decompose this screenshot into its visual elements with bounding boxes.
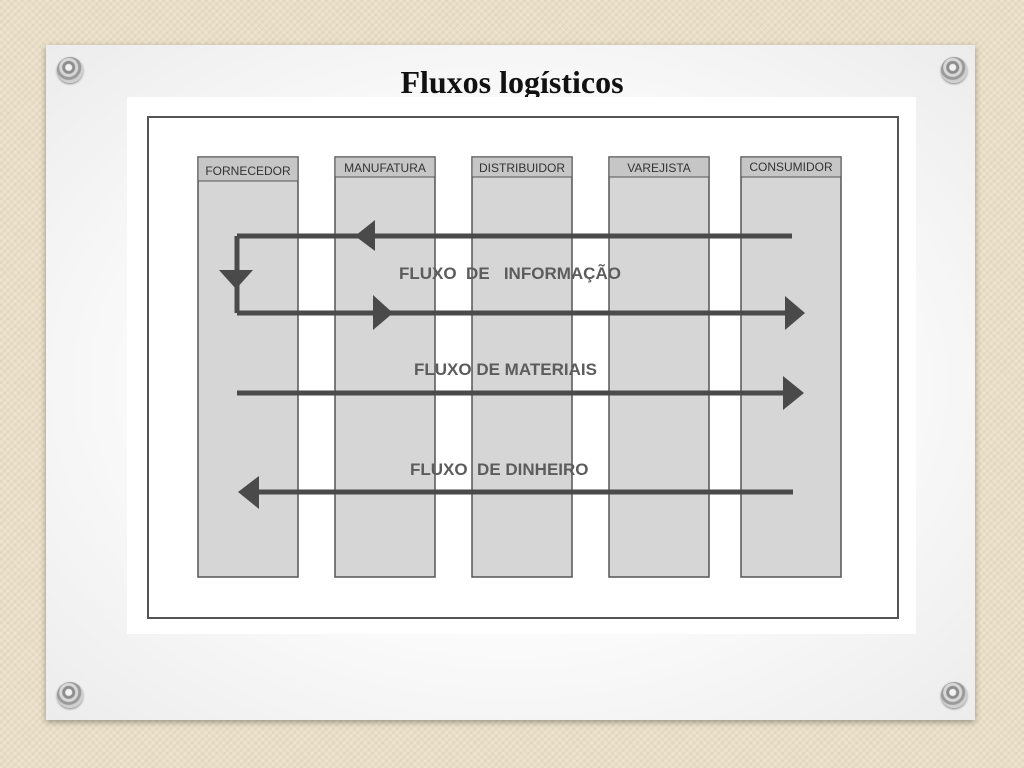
information-arrowhead-right-mid-icon <box>373 295 393 330</box>
pin-top-left-icon <box>57 57 83 83</box>
materials-flow-label: FLUXO DE MATERIAIS <box>414 360 597 379</box>
column-varejista: VAREJISTA <box>608 156 710 578</box>
column-consumidor: CONSUMIDOR <box>740 156 842 578</box>
slide-title: Fluxos logísticos <box>400 64 624 100</box>
pin-bottom-left-icon <box>57 682 83 708</box>
materials-arrowhead-icon <box>783 376 804 410</box>
column-manufatura: MANUFATURA <box>334 156 436 578</box>
money-arrowhead-icon <box>238 476 259 509</box>
logistics-flow-diagram: FORNECEDOR MANUFATURA DISTRIBUIDOR VAREJ… <box>127 97 916 634</box>
column-label-fornecedor: FORNECEDOR <box>205 164 291 178</box>
column-label-manufatura: MANUFATURA <box>344 161 426 175</box>
column-fornecedor: FORNECEDOR <box>197 156 299 578</box>
information-arrowhead-right-end-icon <box>785 296 805 330</box>
column-label-distribuidor: DISTRIBUIDOR <box>479 161 565 175</box>
information-arrowhead-down-icon <box>219 270 253 289</box>
column-label-varejista: VAREJISTA <box>627 161 691 175</box>
information-flow-label: FLUXO DE INFORMAÇÃO <box>399 263 621 283</box>
column-label-consumidor: CONSUMIDOR <box>749 160 833 174</box>
pin-top-right-icon <box>941 57 967 83</box>
pin-bottom-right-icon <box>941 682 967 708</box>
column-distribuidor: DISTRIBUIDOR <box>471 156 573 578</box>
money-flow-label: FLUXO DE DINHEIRO <box>410 460 589 479</box>
information-arrowhead-left-icon <box>355 220 375 251</box>
